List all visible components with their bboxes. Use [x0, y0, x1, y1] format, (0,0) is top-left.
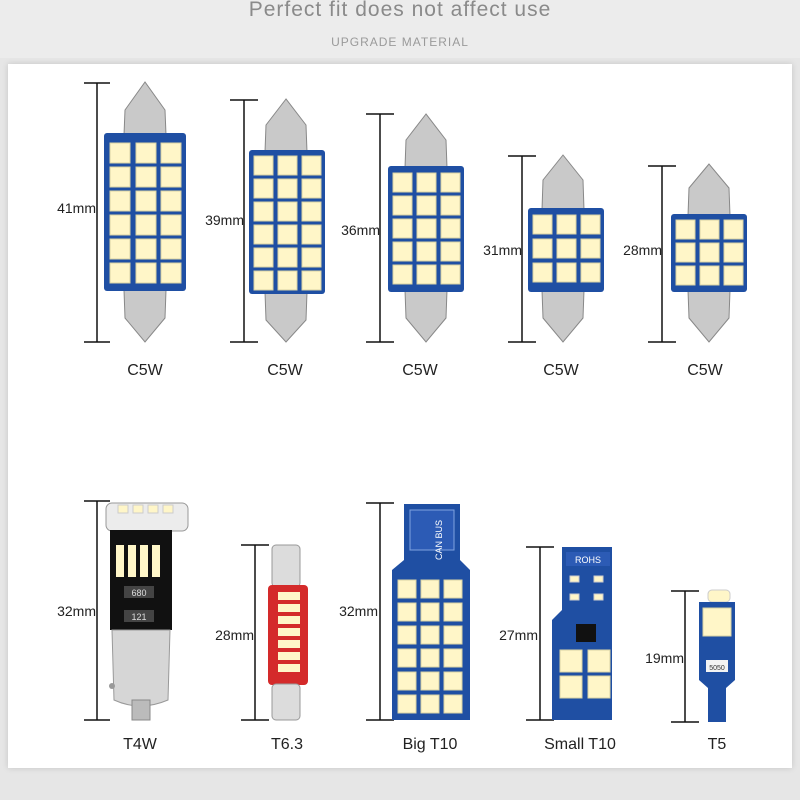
- bulb-name-label: T6.3: [270, 736, 303, 753]
- bulb-size-label: 32mm: [57, 603, 96, 619]
- bulb-name-label: Small T10: [544, 736, 616, 753]
- bulb-size-label: 28mm: [623, 242, 662, 258]
- page-subtitle: UPGRADE MATERIAL: [331, 35, 469, 49]
- bulb-size-label: 36mm: [341, 222, 380, 238]
- page-title: Perfect fit does not affect use: [248, 0, 552, 21]
- bulb-size-label: 39mm: [205, 212, 244, 228]
- bulb-size-label: 27mm: [499, 627, 538, 643]
- bulb-name-label: T4W: [123, 736, 157, 753]
- bulb-size-label: 28mm: [215, 627, 254, 643]
- bulb-name-label: C5W: [402, 362, 438, 379]
- 5050-print: 5050: [709, 665, 725, 672]
- bulb-size-label: 19mm: [645, 650, 684, 666]
- bulb-name-label: Big T10: [402, 736, 458, 753]
- header: Perfect fit does not affect use UPGRADE …: [0, 0, 800, 58]
- bulb-size-label: 31mm: [483, 242, 522, 258]
- bulb-name-label: C5W: [543, 362, 579, 379]
- bulb-size-label: 41mm: [57, 200, 96, 216]
- bulb-name-label: C5W: [267, 362, 303, 379]
- bulb-name-label: C5W: [687, 362, 723, 379]
- bulb-name-label: T5: [707, 736, 727, 753]
- chip-label-680: 680: [131, 588, 146, 598]
- rohs-print: ROHS: [575, 555, 601, 565]
- bulb-size-label: 32mm: [339, 603, 378, 619]
- canbus-print: CAN BUS: [434, 520, 444, 560]
- chip-label-121: 121: [131, 612, 146, 622]
- bulb-name-label: C5W: [127, 362, 163, 379]
